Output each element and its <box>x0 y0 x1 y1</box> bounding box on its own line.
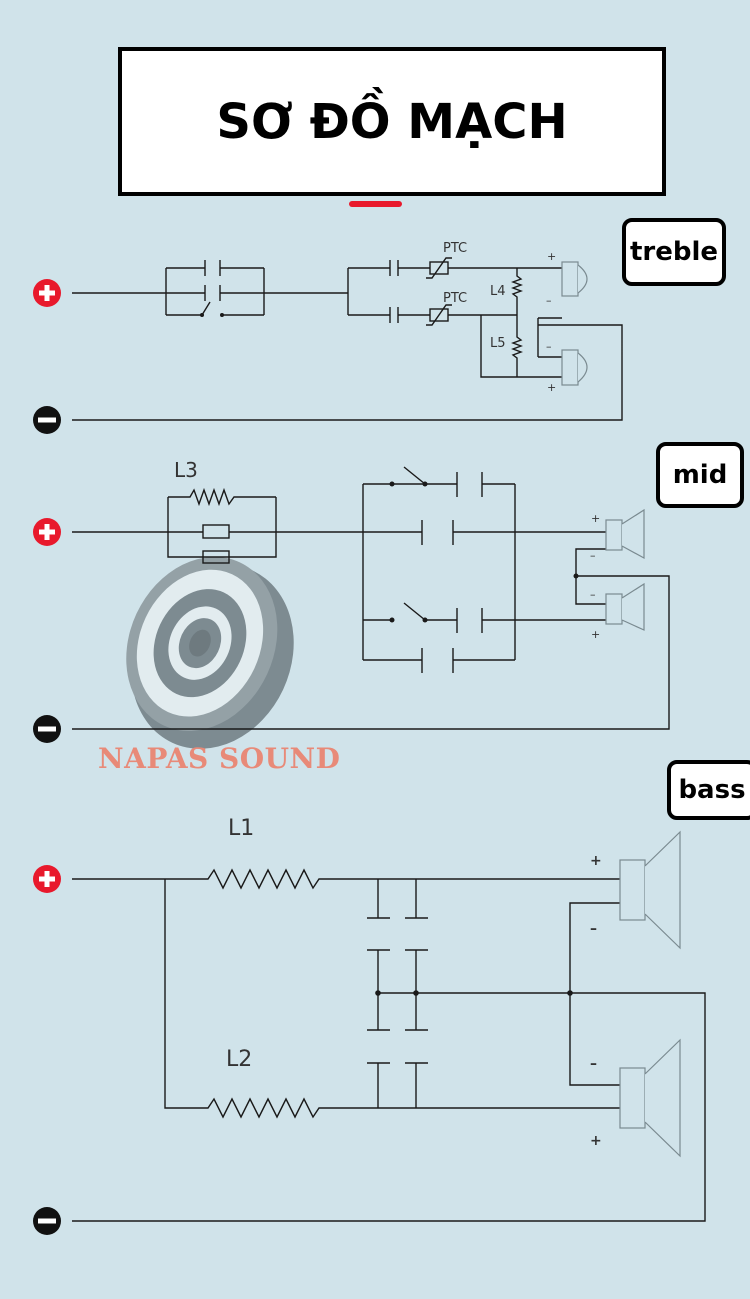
minus-terminal-icon <box>33 1207 61 1235</box>
bass-circuit: L1 L2 + – – + <box>72 816 706 1222</box>
plus-label: + <box>547 381 556 394</box>
plus-terminal-icon <box>33 865 61 893</box>
minus-label: – <box>546 294 552 307</box>
treble-label: treble <box>622 218 726 286</box>
minus-label: – <box>546 340 552 353</box>
plus-terminal-icon <box>33 518 61 546</box>
minus-label: – <box>590 549 596 562</box>
plus-label: + <box>590 853 602 869</box>
minus-label: – <box>590 588 596 601</box>
bass-label: bass <box>667 760 750 820</box>
minus-terminal-icon <box>33 406 61 434</box>
l5-label: L5 <box>490 336 506 351</box>
mid-circuit: L3 + – – + <box>72 458 670 730</box>
ptc-top-label: PTC <box>443 241 467 256</box>
l1-label: L1 <box>228 816 254 841</box>
treble-circuit: PTC PTC L4 L5 + – – + <box>72 241 623 421</box>
plus-label: + <box>591 512 600 525</box>
l3-label: L3 <box>174 458 198 482</box>
title-underline <box>349 201 402 207</box>
watermark-text: NAPAS SOUND <box>98 742 341 775</box>
plus-label: + <box>591 628 600 641</box>
l4-label: L4 <box>490 284 506 299</box>
plus-label: + <box>590 1133 602 1149</box>
mid-label: mid <box>656 442 744 508</box>
ptc-bottom-label: PTC <box>443 291 467 306</box>
page-title: SƠ ĐỒ MẠCH <box>216 93 568 150</box>
plus-label: + <box>547 250 556 263</box>
title-box: SƠ ĐỒ MẠCH <box>118 47 666 196</box>
minus-label: – <box>590 921 597 937</box>
minus-terminal-icon <box>33 715 61 743</box>
watermark-speaker-logo <box>126 556 294 749</box>
plus-terminal-icon <box>33 279 61 307</box>
l2-label: L2 <box>226 1047 252 1072</box>
minus-label: – <box>590 1056 597 1072</box>
